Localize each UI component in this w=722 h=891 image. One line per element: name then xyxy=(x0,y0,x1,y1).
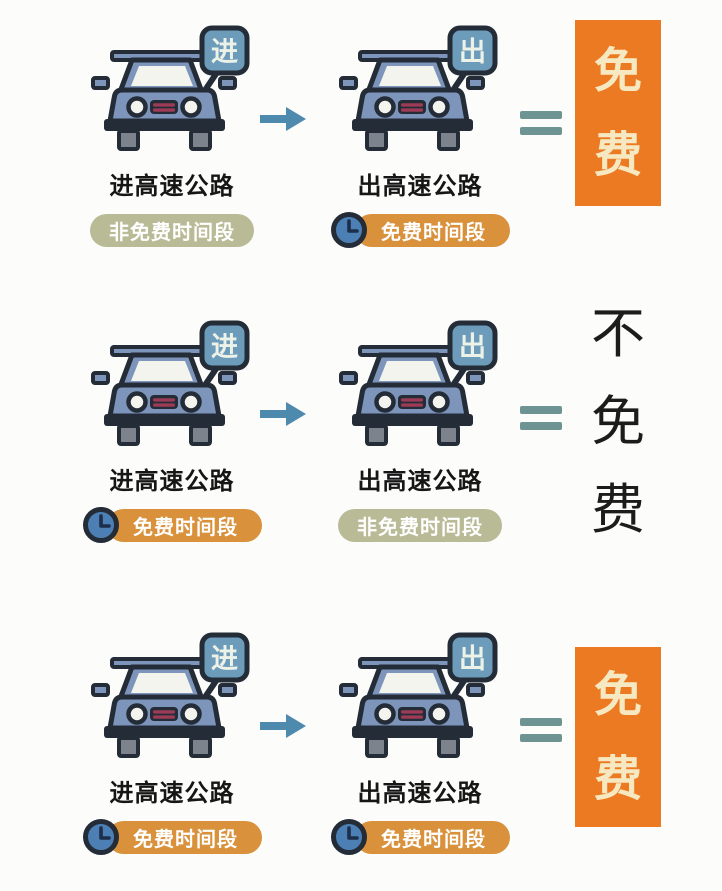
time-badge: 免费时间段 xyxy=(330,211,510,249)
time-badge: 非免费时间段 xyxy=(90,211,254,249)
car-icon: 进 xyxy=(92,25,252,157)
exit-car-unit: 出 出高速公路 免费时间段 xyxy=(310,632,530,856)
exit-label: 出高速公路 xyxy=(357,779,483,807)
result-text: 免费 xyxy=(594,43,643,183)
scenario-row-3: 进 进高速公路 免费时间段 出 出高速公路 免费时间段 免费 xyxy=(0,632,722,862)
arrow-right-icon xyxy=(260,402,306,426)
equals-icon xyxy=(520,111,562,135)
time-badge: 免费时间段 xyxy=(330,818,510,856)
equals-icon xyxy=(520,718,562,742)
enter-sign-text: 进 xyxy=(211,332,238,363)
clock-icon xyxy=(330,211,368,249)
exit-sign-text: 出 xyxy=(459,37,486,68)
exit-label: 出高速公路 xyxy=(357,467,483,495)
result-text: 不免费 xyxy=(591,302,645,541)
enter-car-unit: 进 进高速公路 免费时间段 xyxy=(62,632,282,856)
enter-car-unit: 进 进高速公路 免费时间段 xyxy=(62,320,282,544)
enter-label: 进高速公路 xyxy=(109,172,235,200)
nonfree-period-pill: 非免费时间段 xyxy=(90,213,254,247)
car-icon: 出 xyxy=(340,25,500,157)
scenario-row-1: 进 进高速公路 非免费时间段 出 出高速公路 免费时间段 免费 xyxy=(0,20,722,255)
nonfree-period-pill: 非免费时间段 xyxy=(338,508,502,542)
free-period-pill: 免费时间段 xyxy=(355,213,510,247)
car-icon: 出 xyxy=(340,632,500,764)
exit-sign-text: 出 xyxy=(459,332,486,363)
enter-label: 进高速公路 xyxy=(109,467,235,495)
exit-car-unit: 出 出高速公路 非免费时间段 xyxy=(310,320,530,544)
arrow-right-icon xyxy=(260,107,306,131)
free-period-pill: 免费时间段 xyxy=(355,820,510,854)
exit-car-unit: 出 出高速公路 免费时间段 xyxy=(310,25,530,249)
free-period-pill: 免费时间段 xyxy=(107,508,262,542)
clock-icon xyxy=(82,506,120,544)
enter-sign-text: 进 xyxy=(211,37,238,68)
result-free-box: 免费 xyxy=(575,20,661,206)
exit-sign-text: 出 xyxy=(459,644,486,675)
car-icon: 出 xyxy=(340,320,500,452)
exit-label: 出高速公路 xyxy=(357,172,483,200)
scenario-row-2: 进 进高速公路 免费时间段 出 出高速公路 非免费时间段 不免费 xyxy=(0,302,722,550)
enter-label: 进高速公路 xyxy=(109,779,235,807)
clock-icon xyxy=(330,818,368,856)
car-icon: 进 xyxy=(92,320,252,452)
time-badge: 非免费时间段 xyxy=(338,506,502,544)
clock-icon xyxy=(82,818,120,856)
free-period-pill: 免费时间段 xyxy=(107,820,262,854)
enter-car-unit: 进 进高速公路 非免费时间段 xyxy=(62,25,282,249)
equals-icon xyxy=(520,406,562,430)
arrow-right-icon xyxy=(260,714,306,738)
result-free-box: 免费 xyxy=(575,647,661,827)
result-notfree-text: 不免费 xyxy=(578,290,658,554)
car-icon: 进 xyxy=(92,632,252,764)
result-text: 免费 xyxy=(594,667,643,807)
time-badge: 免费时间段 xyxy=(82,506,262,544)
enter-sign-text: 进 xyxy=(211,644,238,675)
time-badge: 免费时间段 xyxy=(82,818,262,856)
